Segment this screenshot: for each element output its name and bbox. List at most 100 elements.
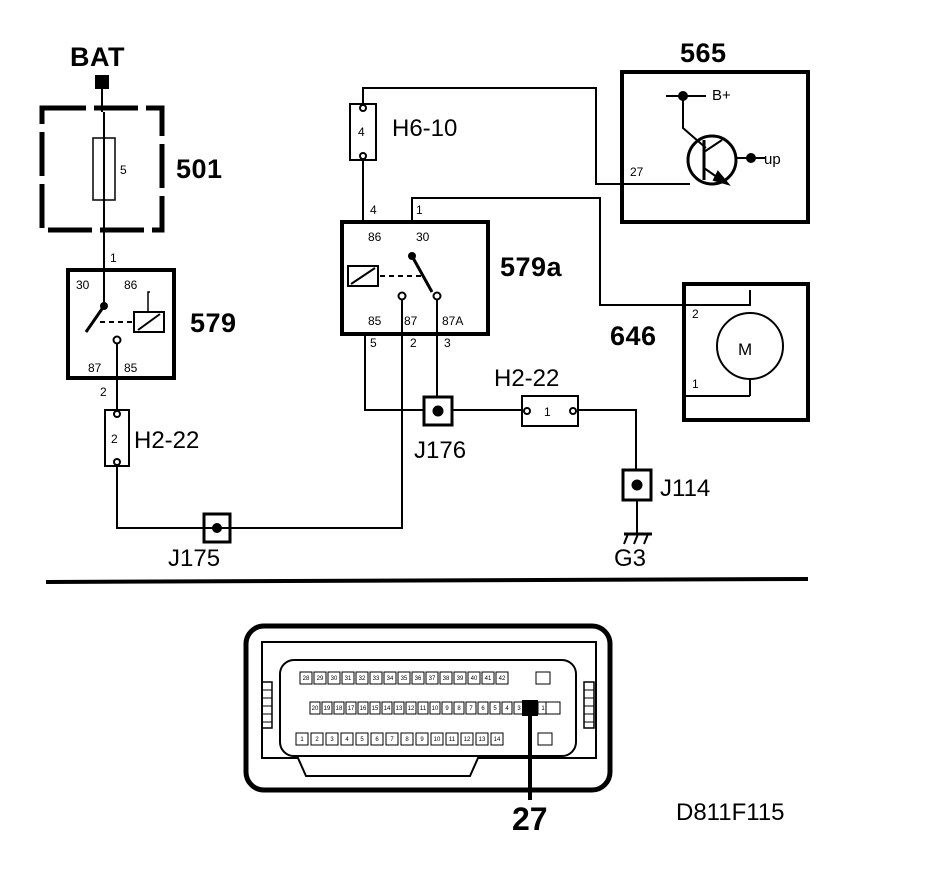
ecu-pin-label: 1 <box>541 706 545 712</box>
fuse-number: 5 <box>120 163 127 177</box>
relay-579-pin-86: 86 <box>124 278 138 292</box>
relay-579a-wire-1: 1 <box>416 203 423 217</box>
ecu-pin-label: 4 <box>505 706 509 712</box>
ecu-pin-cell <box>495 671 509 685</box>
transistor-emitter-arrow <box>712 170 731 186</box>
ecu-pin-label: 3 <box>517 706 521 712</box>
ecu-pin-cell <box>400 732 414 746</box>
transistor-circle <box>686 134 738 186</box>
h2-22-left-label: H2-22 <box>134 427 199 454</box>
ecu-pin-label: 33 <box>373 676 380 682</box>
wire-h222-j114 <box>578 409 637 470</box>
module-565-pin-27: 27 <box>630 165 644 179</box>
ground-g3-tick1 <box>623 533 629 545</box>
relay-579a-contact <box>410 255 434 293</box>
ecu-pin-label: 34 <box>387 676 394 682</box>
ecu-pin-cell <box>489 701 501 715</box>
relay-579a-wire-3: 3 <box>444 336 451 350</box>
ecu-pin-cell <box>357 701 369 715</box>
ecu-pin-label: 41 <box>485 676 492 682</box>
motor-646-pin-1: 1 <box>692 377 699 391</box>
ecu-pin-label: 10 <box>432 706 439 712</box>
ecu-pin-label: 2 <box>315 737 319 743</box>
ecu-pin-cell-end <box>535 671 551 685</box>
relay-579-coil-wire <box>147 291 150 312</box>
connector-h6-10-top-pin <box>359 104 367 112</box>
ecu-pin-label: 29 <box>317 676 324 682</box>
relay-579-pin-87: 87 <box>88 361 102 375</box>
ecu-pin-cell <box>441 701 453 715</box>
relay-579-contact <box>84 305 106 333</box>
ecu-pin-label: 18 <box>336 706 343 712</box>
ecu-pin-label: 3 <box>330 737 334 743</box>
relay-579-pin-85: 85 <box>124 361 138 375</box>
module-565-bplus: B+ <box>712 87 731 104</box>
fuse-out-pin: 1 <box>110 251 117 265</box>
ecu-highlighted-pin-label: 27 <box>512 801 548 837</box>
relay-579-box <box>66 268 176 380</box>
ecu-pin-cell <box>355 732 369 746</box>
ecu-pin-cell-end <box>537 732 553 746</box>
ecu-pin-label: 38 <box>443 676 450 682</box>
ecu-pin-cell <box>327 671 341 685</box>
ecu-pin-label: 5 <box>493 706 497 712</box>
ecu-pin-label: 12 <box>408 706 415 712</box>
ecu-latch-right <box>583 681 595 729</box>
ecu-pin-label: 9 <box>445 706 449 712</box>
ecu-pin-cell <box>439 671 453 685</box>
relay-579-out-pin: 2 <box>100 385 107 399</box>
fuse-box-501 <box>39 105 165 233</box>
ecu-pin-label: 16 <box>360 706 367 712</box>
ecu-pin-cell <box>429 701 441 715</box>
ecu-pin-cell <box>355 671 369 685</box>
ecu-pin-label: 5 <box>360 737 364 743</box>
ecu-pin-label: 4 <box>345 737 349 743</box>
ecu-pin-label: 28 <box>303 676 310 682</box>
ecu-pin-cell <box>397 671 411 685</box>
ecu-pin-cell <box>425 671 439 685</box>
motor-646-box <box>682 282 810 422</box>
ecu-pin-label: 20 <box>312 706 319 712</box>
ecu-pin-label: 13 <box>479 737 486 743</box>
connector-h2-22-right-right-pin <box>569 407 577 415</box>
connector-h2-22-left-bot-pin <box>113 458 121 466</box>
relay-579a-label: 579a <box>500 252 563 282</box>
ecu-pin-cell <box>381 701 393 715</box>
ecu-pin-cell <box>415 732 429 746</box>
ecu-pin-label: 15 <box>372 706 379 712</box>
connector-h2-22-right-left-pin <box>523 407 531 415</box>
h2-22-right-pin: 1 <box>544 405 551 419</box>
ecu-pin-label: 35 <box>401 676 408 682</box>
bat-label: BAT <box>70 42 125 72</box>
transistor-collector <box>703 139 723 153</box>
wire-579a-30-646 <box>411 197 751 306</box>
ecu-pin-cell <box>385 732 399 746</box>
ground-g3-tick3 <box>643 533 649 545</box>
ecu-pin-cell <box>417 701 429 715</box>
g3-label: G3 <box>614 545 646 572</box>
module-565-output: up <box>764 151 781 168</box>
relay-579a-pin-30: 30 <box>416 230 430 244</box>
junction-j175 <box>202 512 232 544</box>
wire-579a-85-j176 <box>364 334 424 411</box>
relay-579-coil <box>133 311 165 333</box>
relay-579a-87-contact <box>397 291 407 301</box>
ecu-pin-cell <box>383 671 397 685</box>
relay-579a-coil <box>347 265 379 287</box>
ecu-pin-cell <box>333 701 345 715</box>
ecu-pin-label: 39 <box>457 676 464 682</box>
bat-terminal <box>95 75 109 89</box>
wire-h610-565 <box>362 87 690 185</box>
j114-label: J114 <box>660 475 710 502</box>
ecu-pin-cell <box>453 671 467 685</box>
ecu-pin-label: 40 <box>471 676 478 682</box>
ecu-latch-ticks <box>262 689 594 723</box>
h6-10-label: H6-10 <box>392 115 457 142</box>
ecu-latch-left <box>261 681 273 729</box>
module-565-box <box>620 70 810 224</box>
ecu-pin-label: 37 <box>429 676 436 682</box>
ecu-pin-label: 31 <box>345 676 352 682</box>
relay-579-87-contact <box>112 335 122 345</box>
